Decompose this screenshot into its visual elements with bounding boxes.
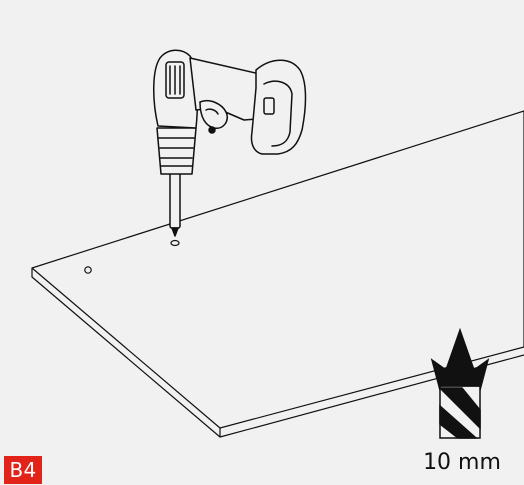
drill-bit-icon bbox=[430, 327, 490, 439]
board-hole-left bbox=[84, 266, 92, 274]
cordless-drill-icon bbox=[152, 49, 307, 237]
board-panel-icon bbox=[31, 110, 524, 438]
board-hole-center bbox=[170, 239, 180, 247]
drill-bit-size-label: 10 mm bbox=[423, 450, 501, 475]
step-badge: B4 bbox=[4, 456, 42, 484]
